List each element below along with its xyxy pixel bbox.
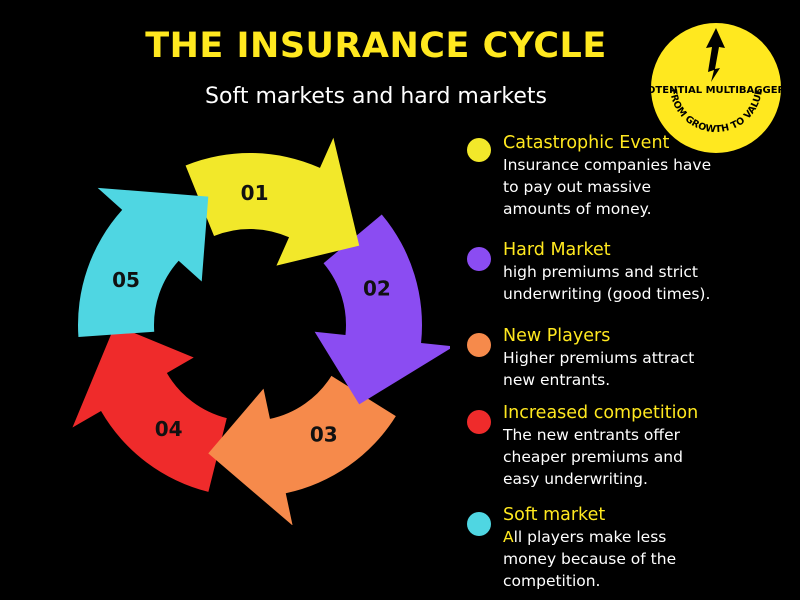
legend-item-title: Increased competition (503, 403, 699, 423)
legend-item-description: high premiums and strict underwriting (go… (503, 261, 795, 305)
legend-description-line: to pay out massive (503, 178, 651, 196)
legend-description-lead: A (503, 528, 514, 546)
legend-item-title: Soft market (503, 505, 606, 525)
legend-item-text: Hard Market high premiums and strict under… (503, 239, 795, 305)
legend-item-description: Insurance companies have to pay out massi… (503, 154, 795, 220)
page-title: THE INSURANCE CYCLE (145, 26, 607, 66)
legend-item-title: New Players (503, 326, 611, 346)
cycle-step-number: 04 (155, 417, 183, 441)
rising-arrow-icon (706, 28, 725, 82)
legend-dot (467, 410, 491, 434)
logo-badge: POTENTIAL MULTIBAGGERS FROM GROWTH TO VA… (648, 21, 784, 155)
legend-description-rest: ll players make less (513, 528, 667, 546)
legend-dot (467, 138, 491, 162)
legend-description-line: Insurance companies have (503, 156, 712, 174)
legend-item-title: Catastrophic Event (503, 133, 670, 153)
legend-item-description: All players make less money because of th… (503, 526, 795, 592)
legend-dot (467, 247, 491, 271)
page-subtitle: Soft markets and hard markets (205, 84, 547, 109)
legend-item-title: Hard Market (503, 240, 611, 260)
legend-description-line: competition. (503, 572, 601, 590)
cycle-arrow (208, 375, 396, 525)
legend-description-line: new entrants. (503, 371, 611, 389)
cycle-step-number: 02 (363, 277, 391, 301)
legend-description-line: Higher premiums attract (503, 349, 695, 367)
cycle-step-number: 01 (241, 181, 269, 205)
cycle-arrow (78, 187, 209, 337)
legend-description-line: high premiums and strict (503, 263, 698, 281)
legend-description-line: cheaper premiums and (503, 448, 683, 466)
cycle-step-number: 05 (112, 268, 140, 292)
legend-description-line: easy underwriting. (503, 470, 648, 488)
badge-top-text: POTENTIAL MULTIBAGGERS (648, 85, 784, 96)
legend-description-line: money because of the (503, 550, 677, 568)
legend-description-line: All players make less (503, 526, 795, 548)
cycle-arrow (314, 214, 450, 405)
legend-description-line: The new entrants offer (503, 426, 681, 444)
cycle-step-number: 03 (310, 422, 338, 446)
cycle-arrow (185, 137, 360, 266)
legend-dot (467, 512, 491, 536)
legend-item-description: The new entrants offer cheaper premiums a… (503, 424, 795, 490)
legend-description-line: underwriting (good times). (503, 285, 711, 303)
insurance-cycle-diagram: 01 02 03 04 05 (72, 137, 450, 525)
badge-circle (649, 21, 783, 155)
legend-dot (467, 333, 491, 357)
legend-item-description: Higher premiums attract new entrants. (503, 347, 795, 391)
legend-description-line: amounts of money. (503, 200, 652, 218)
cycle-arrow (72, 325, 227, 492)
